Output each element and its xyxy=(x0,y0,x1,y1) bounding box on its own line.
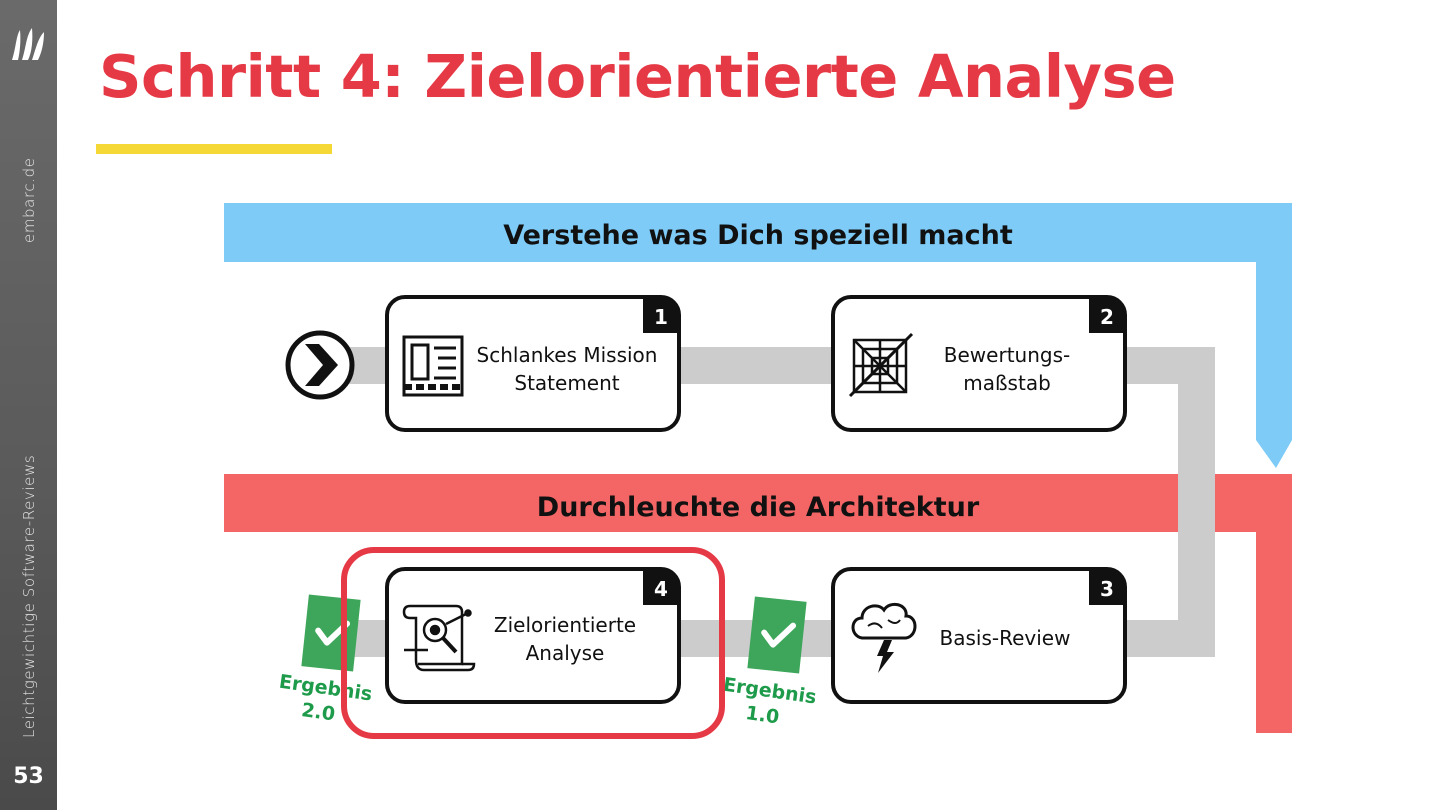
step-1-number: 1 xyxy=(654,305,668,329)
step-4-label-line2: Analyse xyxy=(526,641,605,665)
scroll-analysis-icon xyxy=(402,604,476,672)
check-icon xyxy=(761,622,797,648)
step-1-label-line2: Statement xyxy=(514,371,619,395)
result-1-label-line2: 1.0 xyxy=(744,702,780,728)
mission-statement-icon xyxy=(402,335,464,397)
step-4-number: 4 xyxy=(654,577,668,601)
result-1-label: Ergebnis 1.0 xyxy=(722,674,818,729)
result-1-marker xyxy=(747,596,807,674)
page-number: 53 xyxy=(13,764,44,789)
storm-brain-icon xyxy=(851,602,917,673)
blue-band xyxy=(224,203,1292,468)
web-icon xyxy=(848,332,914,398)
start-arrow-icon xyxy=(285,330,355,400)
result-2-label-line2: 2.0 xyxy=(300,699,336,725)
step-4-highlight-frame xyxy=(341,547,725,739)
title-underline xyxy=(96,144,332,154)
result-2-label: Ergebnis 2.0 xyxy=(278,671,374,726)
band-bottom-label: Durchleuchte die Architektur xyxy=(537,492,980,523)
step-3-box: 3 Basis-Review xyxy=(831,567,1127,704)
step-1-box: 1 Schlankes Mission Statement xyxy=(385,295,681,432)
step-2-number: 2 xyxy=(1100,305,1114,329)
check-icon xyxy=(315,620,351,646)
step-1-label-line1: Schlankes Mission xyxy=(477,343,658,367)
step-4-label-line1: Zielorientierte xyxy=(494,613,636,637)
sidebar: embarc.de Leichtgewichtige Software-Revi… xyxy=(0,0,57,810)
band-top-label: Verstehe was Dich speziell macht xyxy=(503,220,1013,251)
step-2-label-line1: Bewertungs- xyxy=(944,343,1070,367)
step-2-box: 2 Bewertungs- maßstab xyxy=(831,295,1127,432)
embarc-logo-icon xyxy=(12,28,44,60)
result-1-label-line1: Ergebnis xyxy=(722,674,818,709)
step-3-number: 3 xyxy=(1100,577,1114,601)
result-2-marker xyxy=(301,594,361,672)
result-2-label-line1: Ergebnis xyxy=(278,671,374,706)
step-3-label-line1: Basis-Review xyxy=(940,626,1071,650)
step-2-label-line2: maßstab xyxy=(963,371,1051,395)
slide-title: Schritt 4: Zielorientierte Analyse xyxy=(99,42,1176,111)
step-4-box: 4 Zielorientierte Analyse xyxy=(385,567,681,704)
